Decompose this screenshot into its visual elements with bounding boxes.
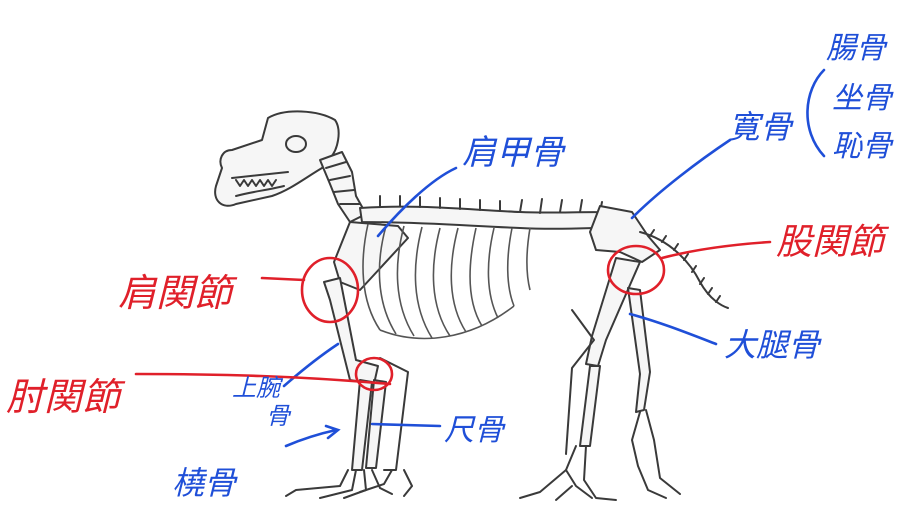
label-ischium: 坐骨 — [832, 81, 894, 116]
label-femur: 大腿骨 — [724, 326, 822, 364]
front-leg — [286, 278, 412, 498]
hip-bone-leader — [632, 140, 730, 218]
label-humerus-line2: 骨 — [266, 402, 292, 430]
joint-labels: 肩関節 肘関節 股関節 — [6, 222, 890, 419]
label-shoulder-joint: 肩関節 — [118, 271, 238, 315]
ulna-leader — [372, 424, 440, 426]
skull — [215, 111, 338, 205]
pelvis-bracket — [807, 70, 824, 156]
label-pubis: 恥骨 — [832, 129, 894, 164]
hind-leg — [520, 258, 680, 500]
pelvis — [590, 206, 660, 262]
label-hip-bone: 寛骨 — [728, 108, 794, 146]
label-humerus-line1: 上腕 — [232, 374, 284, 402]
label-elbow-joint: 肘関節 — [6, 375, 126, 419]
label-ulna: 尺骨 — [444, 413, 506, 448]
bone-labels: 肩甲骨 寛骨 腸骨 坐骨 恥骨 大腿骨 上腕 骨 尺骨 橈骨 — [172, 31, 894, 502]
shoulder-joint-leader — [262, 278, 304, 280]
label-hip-joint: 股関節 — [776, 222, 890, 263]
label-scapula: 肩甲骨 — [462, 133, 566, 173]
label-radius: 橈骨 — [172, 464, 238, 502]
label-ilium: 腸骨 — [826, 31, 888, 66]
